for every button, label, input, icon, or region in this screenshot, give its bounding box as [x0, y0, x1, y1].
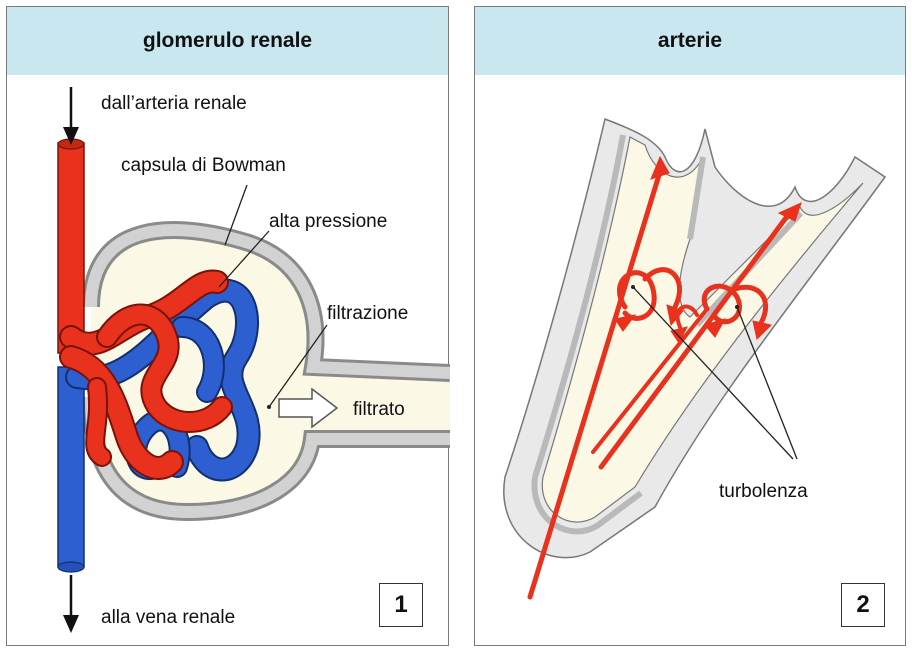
afferent-artery: [58, 143, 84, 353]
label-to-vein: alla vena renale: [101, 607, 235, 629]
panel-number: 2: [841, 583, 885, 627]
renal-vein: [58, 367, 84, 567]
inflow-arrow-icon: [63, 87, 79, 145]
label-filtration: filtrazione: [327, 303, 408, 325]
outflow-arrow-icon: [63, 575, 79, 633]
label-turbulence: turbolenza: [719, 481, 808, 503]
panel-number: 1: [379, 583, 423, 627]
artery-bifurcation-diagram: [475, 7, 907, 647]
label-from-artery: dall’arteria renale: [101, 93, 247, 115]
label-high-pressure: alta pressione: [269, 211, 387, 233]
panel-glomerulus: glomerulo renale: [6, 6, 449, 646]
label-filtrate: filtrato: [353, 399, 405, 421]
panel-arteries: arterie: [474, 6, 906, 646]
label-bowman-capsule: capsula di Bowman: [121, 155, 286, 177]
